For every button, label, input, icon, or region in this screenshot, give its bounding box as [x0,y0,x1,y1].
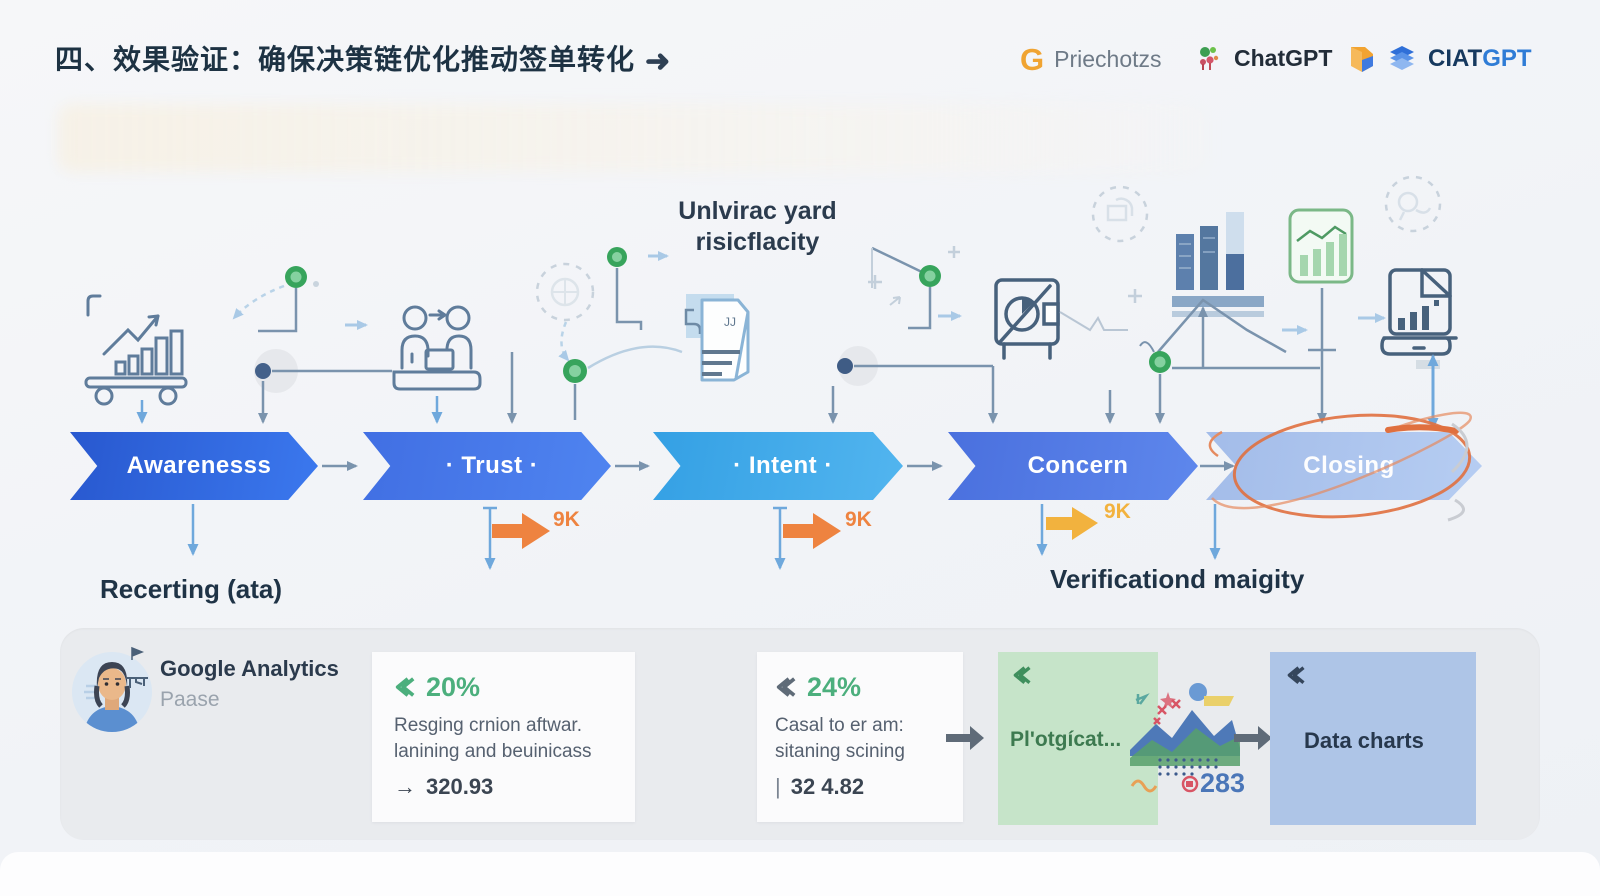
green-node-connector-2 [607,247,669,330]
yellow-arrow-icon [1046,507,1098,540]
green-node-connector-4 [868,246,962,330]
card4-label: Data charts [1304,728,1424,753]
dark-node-connector-2 [837,346,998,424]
diagram-top-note: Unlvirac yard risicflacity [678,197,837,257]
card2-percent: 24% [807,672,862,702]
plus-mark [1128,289,1142,303]
card2-value-prefix: | [775,774,781,800]
chatgpt-logo-icon [1200,47,1219,70]
flow-arrow-icon [946,726,984,750]
metric-card-4: Data charts [1270,652,1476,825]
stage-intent-label: · Intent · [733,452,833,479]
dashed-globe-icon [535,262,595,322]
card2-value: 32 4.82 [790,774,865,800]
logo-chatgpt: ChatGPT [1196,44,1332,72]
cross-tick-connector [1308,288,1336,424]
projector-crossed-icon [994,278,1060,360]
below-funnel-arrows [187,504,1221,570]
chevron-glyph-icon [1013,666,1031,684]
people-meeting-icon [392,305,482,391]
card2-desc-line2: sitaning scining [775,740,905,762]
dashed-chat-icon [1384,175,1442,233]
metric-9k-trust: 9K [553,508,580,531]
dashed-curve-arrow [558,321,570,362]
card1-desc-line1: Resging crnion aftwar. [394,715,582,736]
page-title: 四、效果验证：确保决策链优化推动签单转化 [55,44,636,75]
metric-9k-intent: 9K [845,508,872,531]
green-chart-icon [1288,208,1354,284]
mini-chart-illustration: 283 [1130,683,1245,798]
ciat-orange-icon [1351,47,1373,72]
stage-intent: · Intent · [653,432,903,500]
bar-chart-icon [1172,212,1264,317]
stage-awareness: Awarenesss [70,432,318,500]
card1-desc-line2: lanining and beuinicass [394,740,592,762]
metric-card-2: 24% Casal to er am: sitaning scining | 3… [757,652,963,822]
google-logo-label: Priechotzs [1054,46,1162,72]
metric-card-3: Pl'otgícat... [998,652,1158,825]
title-arrow-icon: ➜ [645,45,671,78]
source-subtitle: Paase [160,688,220,711]
faded-text-band [58,104,1208,172]
chevron-glyph-icon [395,676,415,697]
flow-arrow-icon [1234,726,1272,750]
bottom-strip [0,852,1600,896]
zigzag-line [1059,311,1128,332]
peak-line [1157,298,1287,354]
avatar [72,652,152,732]
chevron-glyph-icon [776,676,796,697]
ciatgpt-label-blue: GPT [1482,45,1532,72]
stage-trust: · Trust · [363,432,611,500]
orange-arrow-icon [783,513,841,549]
card3-label: Pl'otgícat... [1010,728,1122,751]
chatgpt-logo-label: ChatGPT [1234,44,1333,71]
document-icon: JJ [684,294,750,382]
stage-awareness-label: Awarenesss [126,452,272,479]
metric-card-1: 20% Resging crnion aftwar. lanining and … [372,652,635,822]
chart-number-label: 283 [1200,768,1245,798]
google-g-icon: G [1020,42,1045,77]
dashed-bank-icon [1091,185,1149,243]
card1-value-prefix: → [394,774,416,800]
card1-percent: 20% [426,672,481,702]
stage-concern: Concern [948,432,1198,500]
stage-closing-label: Closing [1303,452,1395,479]
report-monitor-icon [1380,268,1458,369]
ciatgpt-label-dark: CIAT [1428,45,1483,72]
green-node-connector-5 [1139,341,1320,424]
logo-google-analytics: G Priechotzs [1020,44,1162,75]
green-node-connector-3 [563,345,683,420]
svg-text:JJ: JJ [724,315,736,329]
source-title: Google Analytics [160,656,339,681]
stage-closing: Closing [1206,432,1482,500]
avatar-mini-glyphs [126,646,148,688]
metric-9k-concern: 9K [1104,500,1131,523]
ciat-blue-stack-icon [1390,46,1414,70]
card2-desc-line1: Casal to er am: [775,715,904,736]
chevron-glyph-icon [1287,666,1305,684]
green-node-connector-1 [232,266,319,333]
card1-value: 320.93 [426,774,494,800]
chart-cart-icon [84,294,188,406]
logo-ciatgpt: CIATGPT [1348,44,1532,74]
dark-node-connector-1 [254,349,392,424]
label-recerting-data: Recerting (ata) [100,574,283,604]
stage-concern-label: Concern [1027,452,1129,479]
stage-trust-label: · Trust · [445,452,539,479]
label-verification: Verificationd maigity [1050,564,1305,594]
orange-arrow-icon [492,513,550,549]
